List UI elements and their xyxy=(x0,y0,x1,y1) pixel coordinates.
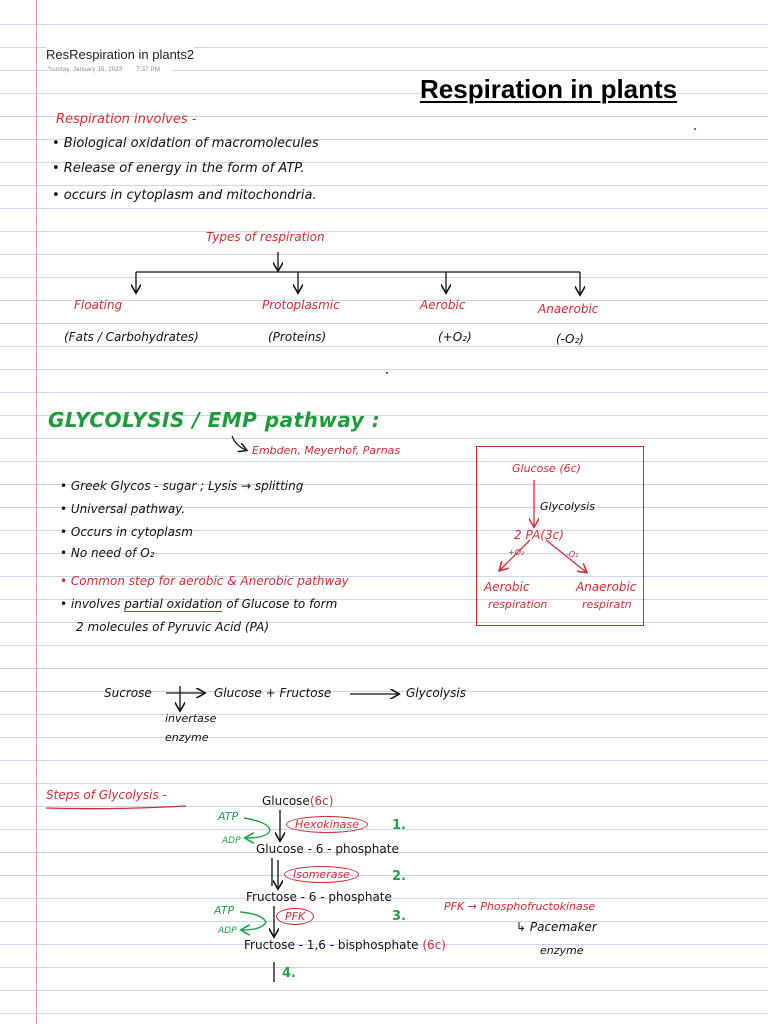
adp-label: ADP xyxy=(218,926,237,936)
box-anaerobic: Anaerobic xyxy=(576,580,637,594)
pacemaker-line1: ↳ Pacemaker xyxy=(516,920,597,934)
page-timestamp: Sunday, January 15, 2023 7:37 PM xyxy=(48,67,173,73)
types-tree xyxy=(136,252,580,294)
glucose-carbon: (6c) xyxy=(309,794,334,808)
type-note: (Proteins) xyxy=(268,330,327,344)
enzyme-label: enzyme xyxy=(165,731,209,744)
adp-label: ADP xyxy=(222,836,241,846)
step-number: 1. xyxy=(392,818,406,833)
type-name: Floating xyxy=(74,298,123,312)
type-name: Aerobic xyxy=(420,298,466,312)
partial-suffix: of Glucose to form xyxy=(226,597,338,611)
stray-dot xyxy=(386,372,388,374)
partial-underlined: partial oxidation xyxy=(124,597,223,612)
type-name: Protoplasmic xyxy=(262,298,340,312)
box-anaerobic-sub: respiratn xyxy=(582,598,632,611)
intro-heading: Respiration involves - xyxy=(56,112,197,127)
glycolysis-bullet: • Greek Glycos - sugar ; Lysis → splitti… xyxy=(60,479,304,493)
box-pa: 2 PA(3c) xyxy=(514,528,564,542)
emp-arrow xyxy=(231,435,246,450)
glycolysis-bullet: • No need of O₂ xyxy=(60,546,155,560)
atp-adp-arrows xyxy=(240,817,271,930)
box-plus-o2: +O₂ xyxy=(508,548,525,557)
step-f16bp: Fructose - 1,6 - bisphosphate (6c) xyxy=(244,938,446,952)
emp-expansion: Embden, Meyerhof, Parnas xyxy=(252,444,401,457)
page-date: Sunday, January 15, 2023 xyxy=(48,67,123,73)
page-title: Respiration in plants xyxy=(420,74,678,105)
box-minus-o2: -O₂ xyxy=(566,550,579,559)
hexokinase-enzyme: Hexokinase xyxy=(286,816,368,833)
type-note: (Fats / Carbohydrates) xyxy=(64,330,199,344)
f16bp-carbon: (6c) xyxy=(422,938,446,952)
steps-heading: Steps of Glycolysis - xyxy=(46,788,167,802)
intro-bullet: • Biological oxidation of macromolecules xyxy=(52,136,319,151)
pfk-note: PFK → Phosphofructokinase xyxy=(444,900,596,913)
box-glucose: Glucose (6c) xyxy=(512,462,581,475)
box-glycolysis: Glycolysis xyxy=(540,500,595,513)
glycolysis-summary-box xyxy=(476,446,644,626)
partial-oxidation-line: • involves partial oxidation of Glucose … xyxy=(60,597,338,612)
intro-bullet: • Release of energy in the form of ATP. xyxy=(52,161,305,176)
types-heading: Types of respiration xyxy=(206,230,325,244)
partial-line2: 2 molecules of Pyruvic Acid (PA) xyxy=(76,620,270,634)
page-name: ResRespiration in plants2 xyxy=(46,47,195,62)
glycolysis-bullet: • Universal pathway. xyxy=(60,502,186,516)
box-aerobic: Aerobic xyxy=(484,580,530,594)
intro-bullet: • occurs in cytoplasm and mitochondria. xyxy=(52,188,317,203)
step-number: 2. xyxy=(392,869,406,884)
type-note: (-O₂) xyxy=(556,332,584,346)
step-g6p: Glucose - 6 - phosphate xyxy=(256,842,399,856)
pacemaker-line2: enzyme xyxy=(540,944,584,957)
partial-prefix: • involves xyxy=(60,597,121,611)
pfk-enzyme: PFK xyxy=(276,908,315,925)
type-note: (+O₂) xyxy=(438,330,472,344)
step-number: 4. xyxy=(282,966,296,981)
step-f6p: Fructose - 6 - phosphate xyxy=(246,890,392,904)
isomerase-enzyme: Isomerase xyxy=(284,866,359,883)
glycolysis-red-bullet: • Common step for aerobic & Anerobic pat… xyxy=(60,574,349,588)
box-aerobic-sub: respiration xyxy=(488,598,548,611)
steps-heading-underline xyxy=(45,805,187,810)
glycolysis-heading: GLYCOLYSIS / EMP pathway : xyxy=(48,408,381,432)
glucose-text: Glucose xyxy=(262,794,310,808)
step-glucose: Glucose(6c) xyxy=(262,794,333,808)
invertase-label: invertase xyxy=(165,712,217,725)
f16bp-text: Fructose - 1,6 - bisphosphate xyxy=(244,938,419,952)
glycolysis-bullet: • Occurs in cytoplasm xyxy=(60,525,193,539)
step-number: 3. xyxy=(392,909,406,924)
sucrose-products: Glucose + Fructose xyxy=(214,686,332,700)
sucrose-result: Glycolysis xyxy=(406,686,466,700)
stray-dot xyxy=(694,128,696,130)
sucrose-label: Sucrose xyxy=(104,686,152,700)
margin-line xyxy=(36,0,37,1024)
type-name: Anaerobic xyxy=(538,302,599,316)
page-time: 7:37 PM xyxy=(136,67,161,73)
atp-label: ATP xyxy=(218,810,239,823)
atp-label: ATP xyxy=(214,904,235,917)
